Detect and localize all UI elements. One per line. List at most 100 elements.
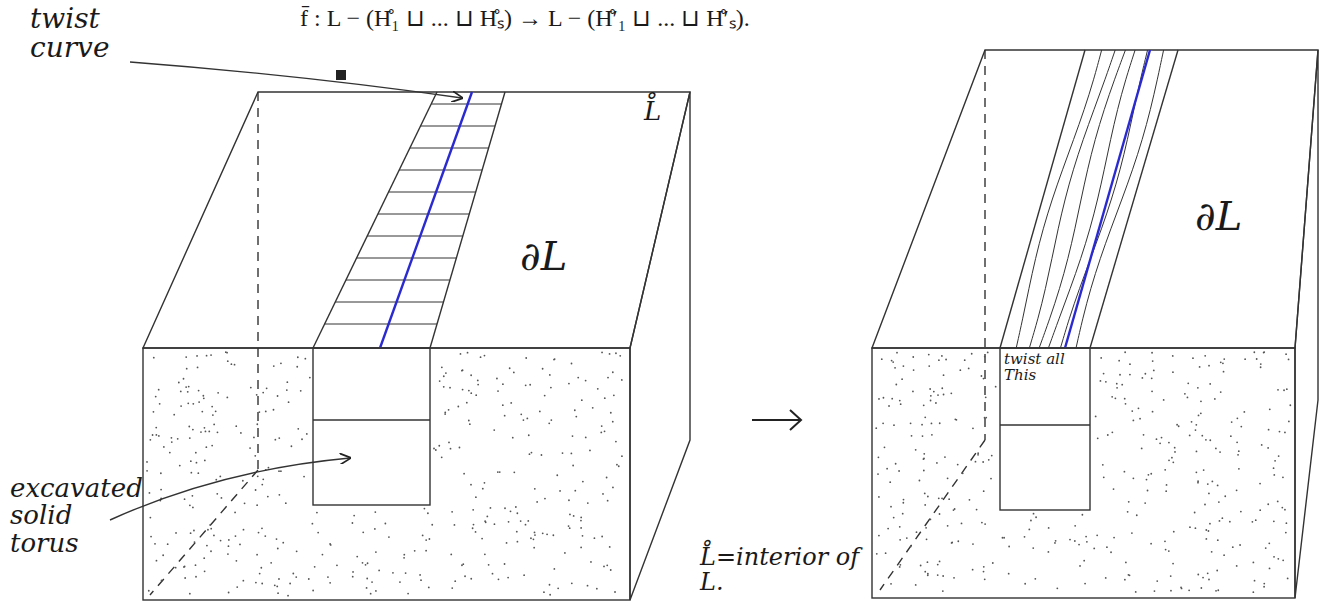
stipple-dot [886,468,888,470]
stipple-dot [951,542,953,544]
stipple-dot [226,352,228,354]
stipple-dot [450,448,452,450]
stipple-dot [484,553,486,555]
stipple-dot [985,396,987,398]
stipple-dot [931,423,933,425]
stipple-dot [461,564,463,566]
stipple-dot [317,532,319,534]
stipple-dot [425,550,427,552]
stipple-dot [923,453,925,455]
stipple-dot [196,355,198,357]
stipple-dot [1288,421,1290,423]
stipple-dot [256,554,258,556]
interior-mark: L̊ [644,98,684,125]
front-face [872,348,1295,598]
stipple-dot [175,567,177,569]
stipple-dot [189,504,191,506]
stipple-dot [450,553,452,555]
stipple-dot [188,426,190,428]
stipple-dot [995,386,997,388]
stipple-dot [981,375,983,377]
stipple-dot [1189,526,1191,528]
stipple-dot [1100,357,1102,359]
stipple-dot [203,397,205,399]
stipple-dot [906,537,908,539]
stipple-dot [1078,544,1080,546]
stipple-dot [878,496,880,498]
stipple-dot [1129,363,1131,365]
stipple-dot [550,419,552,421]
stipple-dot [278,578,280,580]
stipple-dot [301,438,303,440]
twist-curve-note: twist curve [30,4,140,63]
stipple-dot [600,431,602,433]
stipple-dot [1118,360,1120,362]
stipple-dot [1028,529,1030,531]
stipple-dot [405,572,407,574]
stipple-dot [1202,577,1204,579]
stipple-dot [983,490,985,492]
stipple-dot [327,576,329,578]
stipple-dot [1263,352,1265,354]
stipple-dot [927,496,929,498]
stipple-dot [441,456,443,458]
stipple-dot [204,459,206,461]
stipple-dot [375,551,377,553]
stipple-dot [564,552,566,554]
stipple-dot [462,389,464,391]
stipple-dot [470,578,472,580]
right-face [1295,50,1318,598]
stipple-dot [981,522,983,524]
stipple-dot [1148,474,1150,476]
stipple-dot [190,472,192,474]
stipple-dot [615,352,617,354]
small-square [336,70,346,80]
stipple-dot [195,452,197,454]
stipple-dot [152,434,154,436]
stipple-dot [365,564,367,566]
stipple-dot [896,352,898,354]
stipple-dot [1154,590,1156,592]
stipple-dot [957,540,959,542]
stipple-dot [572,435,574,437]
stipple-dot [612,487,614,489]
stipple-dot [425,539,427,541]
strip-edge [313,92,437,348]
stipple-dot [480,356,482,358]
twist-line [1060,50,1147,348]
stipple-dot [262,392,264,394]
stipple-dot [215,410,217,412]
twist-line [1016,50,1101,348]
stipple-dot [927,573,929,575]
stipple-dot [384,523,386,525]
stipple-dot [370,593,372,595]
stipple-dot [215,479,217,481]
stipple-dot [304,358,306,360]
stipple-dot [1277,389,1279,391]
stipple-dot [1216,570,1218,572]
stipple-dot [256,423,258,425]
stipple-dot [962,472,964,474]
stipple-dot [601,536,603,538]
stipple-dot [280,470,282,472]
stipple-dot [894,367,896,369]
stipple-dot [484,355,486,357]
stipple-dot [1208,579,1210,581]
stipple-dot [923,470,925,472]
stipple-dot [910,422,912,424]
stipple-dot [1200,400,1202,402]
stipple-dot [520,413,522,415]
stipple-dot [878,535,880,537]
stipple-dot [146,470,148,472]
stipple-dot [977,454,979,456]
stipple-dot [277,548,279,550]
stipple-dot [1048,527,1050,529]
stipple-dot [433,448,435,450]
stipple-dot [931,434,933,436]
stipple-dot [158,435,160,437]
stipple-dot [972,569,974,571]
stipple-dot [984,578,986,580]
stipple-dot [1220,361,1222,363]
stipple-dot [899,566,901,568]
